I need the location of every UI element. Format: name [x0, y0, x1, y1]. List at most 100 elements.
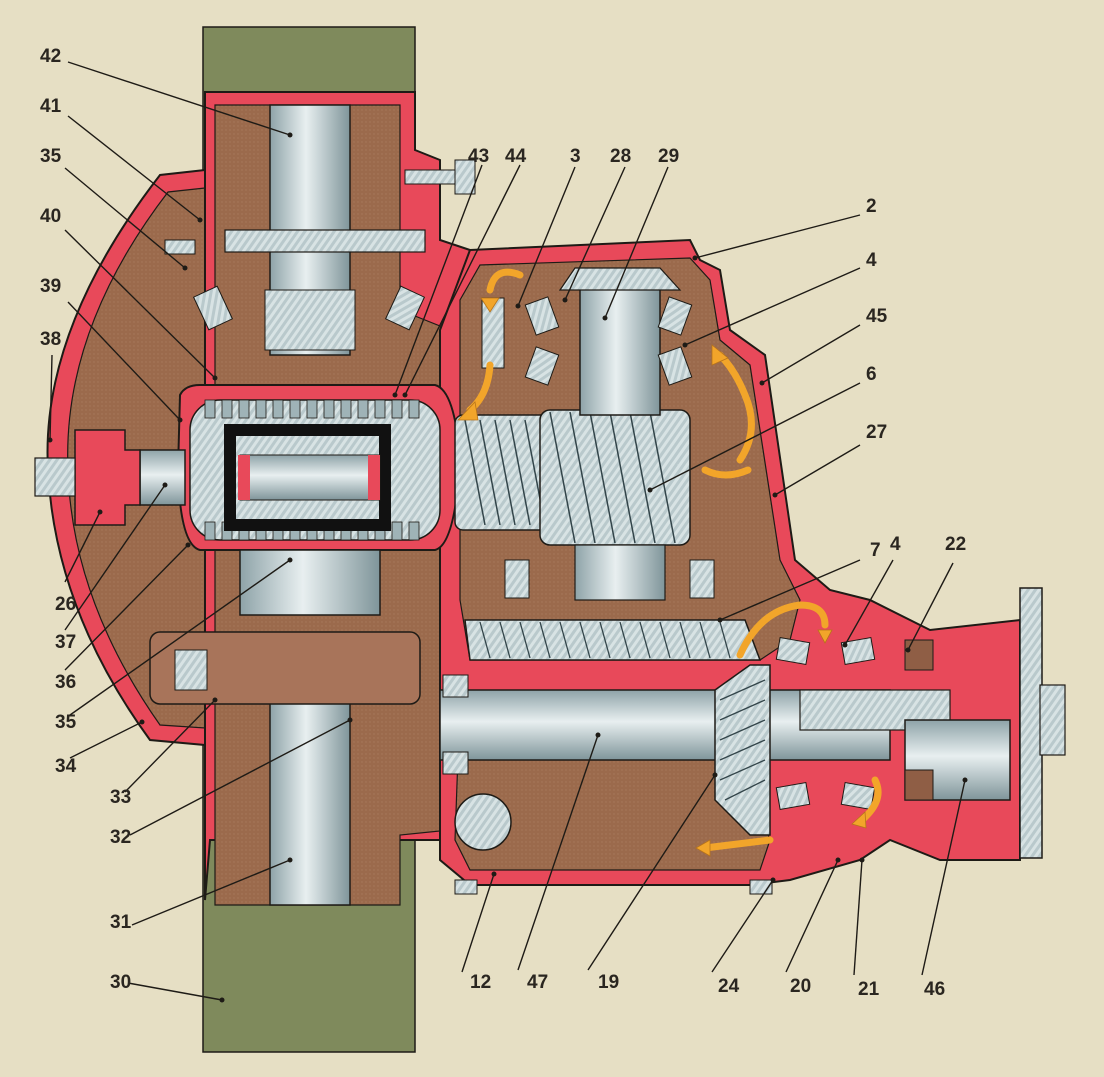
leader-dot [347, 717, 353, 723]
callout-label: 7 [870, 540, 881, 561]
callout-c4a: 4 [682, 250, 877, 348]
callout-c19: 19 [587, 772, 718, 993]
callout-c37: 37 [55, 482, 168, 653]
oil-flow-arrows [466, 268, 882, 852]
leader-line [921, 779, 966, 976]
callout-c24: 24 [711, 877, 776, 997]
leader-line [64, 511, 101, 583]
leader-dot [402, 392, 408, 398]
leader-line [64, 167, 186, 269]
leader-line [67, 301, 181, 421]
pinion-teeth [719, 679, 766, 801]
oil-arrow-top [486, 268, 524, 294]
callout-c29: 29 [602, 146, 679, 321]
callout-label: 44 [505, 146, 527, 167]
callout-c27: 27 [772, 422, 887, 498]
leader-dot [962, 777, 968, 783]
leader-dot [770, 877, 776, 883]
callout-c45: 45 [759, 306, 888, 386]
oil-arrow-sump [701, 836, 774, 852]
callout-c35a: 35 [40, 146, 188, 271]
ring-gear [464, 619, 762, 661]
callout-c31: 31 [110, 857, 293, 933]
callout-c7: 7 [717, 540, 881, 623]
callout-label: 43 [468, 146, 489, 167]
spider-frame [224, 424, 391, 531]
oil-seal-upper [904, 639, 934, 671]
shaft-spline-top [264, 289, 356, 351]
left-screw [164, 239, 196, 255]
leader-line [67, 115, 201, 221]
leader-line [761, 324, 861, 384]
leader-dot [47, 437, 53, 443]
leader-line [49, 354, 53, 441]
upper-diff-bearings [192, 285, 426, 331]
callout-label: 22 [945, 534, 966, 555]
leader-line [844, 559, 894, 646]
callout-c30: 30 [110, 972, 225, 1003]
callout-label: 6 [866, 364, 877, 385]
callout-c38: 38 [40, 329, 61, 443]
leader-line [711, 879, 774, 973]
callout-label: 35 [55, 712, 77, 733]
leader-line [564, 166, 626, 301]
left-stub-shaft [139, 449, 186, 506]
leader-line [69, 721, 143, 759]
leader-dot [212, 375, 218, 381]
callout-label: 24 [718, 976, 740, 997]
leader-dot [682, 342, 688, 348]
spider-cross-pin [239, 454, 381, 501]
leader-dot [197, 217, 203, 223]
callout-label: 40 [40, 206, 61, 227]
callout-label: 39 [40, 276, 61, 297]
callout-label: 12 [470, 972, 491, 993]
callout-label: 21 [858, 979, 880, 1000]
leader-line [69, 559, 291, 716]
callout-label: 28 [610, 146, 631, 167]
leader-dot [287, 557, 293, 563]
leader-line [461, 873, 495, 973]
callout-label: 41 [40, 96, 62, 117]
callout-c40: 40 [40, 206, 218, 381]
callout-c12: 12 [461, 871, 497, 993]
left-end-cap [74, 429, 141, 526]
oil-arrow-right-up [716, 351, 755, 464]
callout-label: 20 [790, 976, 811, 997]
callout-label: 26 [55, 594, 76, 615]
callout-c35b: 35 [55, 557, 293, 733]
callout-c21: 21 [853, 857, 880, 1000]
leader-dot [185, 542, 191, 548]
flange-nut [1039, 684, 1066, 756]
callout-label: 36 [55, 672, 76, 693]
leader-dot [287, 857, 293, 863]
callout-label: 35 [40, 146, 62, 167]
leader-line [853, 859, 863, 976]
leader-line [649, 382, 861, 491]
leader-dot [692, 255, 698, 261]
leader-dot [182, 265, 188, 271]
leader-line [64, 484, 166, 631]
brake-sleeve [149, 631, 421, 705]
leader-dot [139, 719, 145, 725]
leader-dot [835, 857, 841, 863]
leader-line [587, 774, 716, 971]
top-bolt-head [454, 159, 476, 195]
leader-dot [212, 697, 218, 703]
callout-label: 42 [40, 46, 61, 67]
callout-label: 29 [658, 146, 679, 167]
leader-line [604, 166, 669, 319]
leader-line [517, 166, 576, 307]
callout-c34: 34 [55, 719, 145, 777]
callout-c36: 36 [55, 542, 191, 693]
callout-label: 34 [55, 756, 77, 777]
callout-label: 27 [866, 422, 887, 443]
callout-label: 30 [110, 972, 131, 993]
leader-line [131, 859, 291, 926]
leader-dot [772, 492, 778, 498]
callout-label: 2 [866, 196, 877, 217]
callout-label: 4 [890, 534, 901, 555]
oil-arrow-pinion-top [736, 601, 829, 659]
leader-dot [162, 482, 168, 488]
callout-c33: 33 [110, 697, 218, 808]
callout-label: 3 [570, 146, 581, 167]
